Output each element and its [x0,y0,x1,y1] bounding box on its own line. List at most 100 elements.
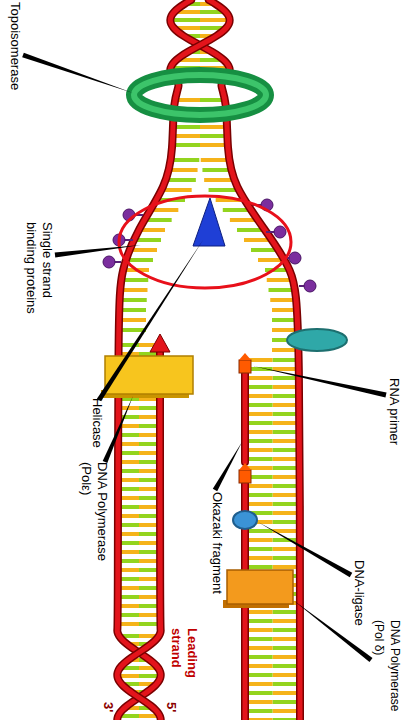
base-rung [273,565,301,569]
base-rung [245,565,273,569]
strand-end-label: 5' [163,702,179,718]
base-rung [245,691,273,695]
base-rung [173,125,200,129]
base-rung [273,718,301,720]
base-rung [245,637,273,641]
part-label: DNA Polymerase (Pol δ) [371,620,403,719]
base-rung [245,673,273,677]
base-rung [245,484,273,488]
base-rung [200,143,227,147]
leader-line [97,240,203,401]
topoisomerase-ring-highlight [134,75,266,115]
base-rung [245,682,273,686]
base-rung [245,394,273,398]
base-rung [171,158,199,162]
base-rung [173,143,200,147]
base-rung [273,664,301,668]
base-rung [273,655,301,659]
base-rung [245,457,273,461]
base-rung [245,502,273,506]
base-rung [273,646,301,650]
base-rung [201,158,229,162]
part-label: DNA Polymerase (Polε) [78,462,110,580]
rna-primer [239,360,251,373]
base-rung [273,628,301,632]
base-rung [273,700,301,704]
ssb-protein [103,256,115,268]
part-label: Okazaki fragment [209,492,225,622]
strand-outline [241,528,249,720]
base-rung [204,178,232,182]
base-rung [245,538,273,542]
base-rung [245,439,273,443]
strand-label: Leading strand [168,628,200,692]
dna-ligase [233,511,257,529]
base-rung [245,403,273,407]
base-rung [273,709,301,713]
base-rung [200,125,227,129]
polymerase-epsilon [105,356,193,394]
base-rung [209,188,237,192]
base-rung [245,610,273,614]
base-rung [245,493,273,497]
base-rung [245,412,273,416]
part-label: Single strand binding proteins [23,222,55,340]
leader-line [22,53,133,93]
part-label: RNA primer [386,378,402,478]
base-rung [273,682,301,686]
strand-end-label: 3' [100,702,116,718]
strand-outline [241,372,249,462]
strand-outline [241,482,249,512]
base-rung [202,168,230,172]
rna-primer-tip [239,353,251,360]
base-rung [168,178,196,182]
base-rung [200,134,227,138]
leader-line [55,245,141,257]
leader-line [253,366,387,397]
dna-strand [117,348,161,720]
base-rung [245,628,273,632]
leader-line [103,396,133,463]
polymerase-delta [227,570,293,604]
base-rung [245,619,273,623]
rna-primer-tip [239,463,251,470]
base-rung [245,448,273,452]
base-rung [245,664,273,668]
base-rung [245,421,273,425]
dna-strand [243,528,248,720]
base-rung [273,547,301,551]
ssb-protein [274,226,286,238]
rna-primer [239,470,251,483]
leader-line [213,442,242,491]
base-rung [273,691,301,695]
base-rung [173,134,200,138]
highlight-ellipse [119,196,291,288]
primase [287,329,347,351]
base-rung [245,547,273,551]
base-rung [245,430,273,434]
base-rung [245,556,273,560]
base-rung [245,646,273,650]
part-label: DNA-ligase [351,560,367,635]
base-rung [245,700,273,704]
dna-strand [243,372,248,462]
base-rung [170,168,198,172]
base-rung [245,529,273,533]
base-rung [245,655,273,659]
ssb-protein [304,280,316,292]
base-rung [273,673,301,677]
base-rung [273,610,301,614]
dna-strand [243,482,248,512]
base-rung [245,709,273,713]
base-rung [273,619,301,623]
topoisomerase-ring [134,75,266,115]
base-rung [273,556,301,560]
helicase-wedge [193,198,225,246]
base-rung [164,188,192,192]
base-rung [245,385,273,389]
strand-arrowhead [150,334,170,352]
leader-line [258,522,352,577]
base-rung [245,718,273,720]
